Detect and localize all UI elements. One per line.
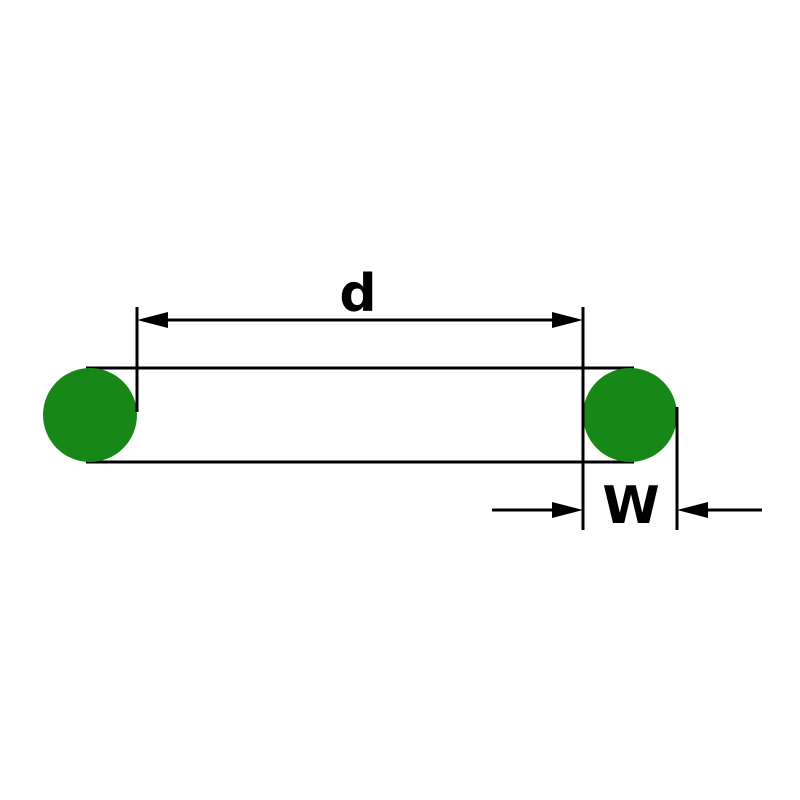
dimension-w-arrows [492,502,762,518]
oring-cross-section-right [583,368,677,462]
dimension-w-label: W [602,476,659,536]
arrowhead-d-left-icon [137,312,168,328]
arrowhead-w-right-icon [677,502,708,518]
arrowhead-w-left-icon [552,502,583,518]
arrowhead-d-right-icon [552,312,583,328]
dimension-d-label: d [339,264,376,324]
dimension-d-arrow [137,312,583,328]
oring-cross-section-left [43,368,137,462]
